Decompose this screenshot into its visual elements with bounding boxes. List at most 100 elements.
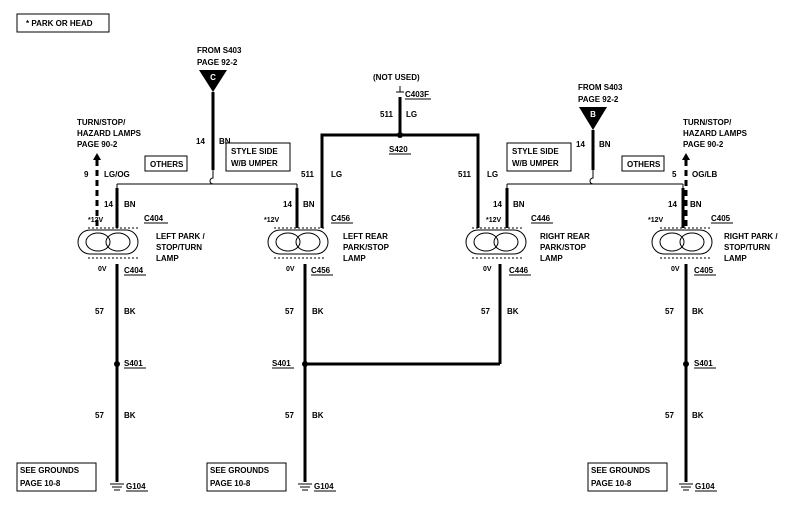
not-used-connector: C403F bbox=[405, 90, 429, 99]
svg-text:STOP/TURN: STOP/TURN bbox=[724, 243, 770, 252]
svg-text:LEFT REAR: LEFT REAR bbox=[343, 232, 388, 241]
svg-text:14: 14 bbox=[283, 200, 292, 209]
svg-text:PARK/STOP: PARK/STOP bbox=[540, 243, 587, 252]
svg-text:RIGHT PARK /: RIGHT PARK / bbox=[724, 232, 778, 241]
source-c-letter: C bbox=[210, 73, 216, 82]
lamp-left-park: 14 BN *12V C404 LEFT PARK / STOP/TURN LA… bbox=[77, 200, 206, 276]
ground-wires: 57 BK 57 BK 57 BK 57 BK S401 S401 S401 5… bbox=[95, 264, 716, 482]
turn-right-gauge: 5 bbox=[672, 170, 677, 179]
svg-text:BK: BK bbox=[692, 411, 704, 420]
svg-text:G104: G104 bbox=[314, 482, 334, 491]
svg-text:0V: 0V bbox=[483, 266, 492, 273]
svg-text:BN: BN bbox=[513, 200, 525, 209]
svg-text:14: 14 bbox=[493, 200, 502, 209]
style-left-line1: STYLE SIDE bbox=[231, 147, 278, 156]
source-c-page: PAGE 92-2 bbox=[197, 58, 238, 67]
svg-text:BN: BN bbox=[303, 200, 315, 209]
style-right-line2: W/B UMPER bbox=[512, 159, 559, 168]
lamp-left-rear: 14 BN 511 LG *12V C456 LEFT REAR PARK/ST… bbox=[264, 170, 390, 276]
ground-g104-left: G104 SEE GROUNDS PAGE 10-8 bbox=[16, 462, 148, 492]
svg-text:LAMP: LAMP bbox=[343, 254, 366, 263]
svg-text:57: 57 bbox=[481, 307, 490, 316]
turn-right-color: OG/LB bbox=[692, 170, 718, 179]
turn-left-line2: HAZARD LAMPS bbox=[77, 129, 142, 138]
others-left-label: OTHERS bbox=[150, 160, 184, 169]
lamp-right-park: 14 BN *12V C405 RIGHT PARK / STOP/TURN L… bbox=[648, 200, 778, 276]
others-right-label: OTHERS bbox=[627, 160, 661, 169]
svg-text:LAMP: LAMP bbox=[724, 254, 747, 263]
lamp-left-rear-body bbox=[267, 229, 329, 255]
turn-right-line1: TURN/STOP/ bbox=[683, 118, 732, 127]
svg-text:PAGE 10-8: PAGE 10-8 bbox=[210, 479, 251, 488]
svg-text:0V: 0V bbox=[671, 266, 680, 273]
splice-s401-1: S401 bbox=[124, 359, 143, 368]
svg-text:14: 14 bbox=[668, 200, 677, 209]
turn-left-arrow bbox=[93, 153, 101, 160]
not-used-color: LG bbox=[406, 110, 417, 119]
svg-text:PARK/STOP: PARK/STOP bbox=[343, 243, 390, 252]
svg-text:G104: G104 bbox=[695, 482, 715, 491]
turn-right-arrow bbox=[682, 153, 690, 160]
source-c-gauge: 14 bbox=[196, 137, 205, 146]
svg-text:SEE GROUNDS: SEE GROUNDS bbox=[20, 466, 80, 475]
source-c-triangle bbox=[199, 70, 227, 92]
source-b-letter: B bbox=[590, 110, 596, 119]
legend-text: * PARK OR HEAD bbox=[26, 19, 93, 28]
splice-s420-label: S420 bbox=[389, 145, 408, 154]
lamp-right-park-body bbox=[651, 229, 713, 255]
lamp-left-park-bulb-1 bbox=[85, 232, 111, 252]
svg-text:STOP/TURN: STOP/TURN bbox=[156, 243, 202, 252]
conn-c405-top: C405 bbox=[711, 214, 731, 223]
svg-text:57: 57 bbox=[665, 307, 674, 316]
splice-s401-3: S401 bbox=[694, 359, 713, 368]
svg-text:511: 511 bbox=[301, 170, 314, 179]
option-bus-right: STYLE SIDE W/B UMPER OTHERS bbox=[505, 142, 685, 228]
splice-s401-2: S401 bbox=[272, 359, 291, 368]
svg-text:0V: 0V bbox=[286, 266, 295, 273]
source-b-color: BN bbox=[599, 140, 611, 149]
svg-text:LAMP: LAMP bbox=[540, 254, 563, 263]
source-c: FROM S403 PAGE 92-2 C 14 BN bbox=[196, 46, 242, 170]
svg-text:BK: BK bbox=[507, 307, 519, 316]
style-right-line1: STYLE SIDE bbox=[512, 147, 559, 156]
svg-text:*12V: *12V bbox=[648, 217, 664, 224]
lamp-left-park-body bbox=[77, 229, 139, 255]
conn-c446-top: C446 bbox=[531, 214, 551, 223]
turn-right-branch: TURN/STOP/ HAZARD LAMPS PAGE 90-2 5 OG/L… bbox=[672, 118, 748, 228]
svg-text:SEE GROUNDS: SEE GROUNDS bbox=[210, 466, 270, 475]
turn-left-color: LG/OG bbox=[104, 170, 130, 179]
source-c-from: FROM S403 bbox=[197, 46, 242, 55]
svg-text:PAGE 10-8: PAGE 10-8 bbox=[591, 479, 632, 488]
source-b-gauge: 14 bbox=[576, 140, 585, 149]
source-c-color: BN bbox=[219, 137, 231, 146]
turn-left-line1: TURN/STOP/ bbox=[77, 118, 126, 127]
svg-text:BK: BK bbox=[124, 411, 136, 420]
turn-left-gauge: 9 bbox=[84, 170, 89, 179]
svg-text:14: 14 bbox=[104, 200, 113, 209]
svg-text:LEFT PARK /: LEFT PARK / bbox=[156, 232, 206, 241]
svg-text:G104: G104 bbox=[126, 482, 146, 491]
conn-c456-bottom: C456 bbox=[311, 266, 331, 275]
conn-c404-top: C404 bbox=[144, 214, 164, 223]
turn-left-page: PAGE 90-2 bbox=[77, 140, 118, 149]
conn-c456-top: C456 bbox=[331, 214, 351, 223]
source-b: FROM S403 PAGE 92-2 B 14 BN bbox=[576, 83, 623, 170]
svg-text:57: 57 bbox=[285, 307, 294, 316]
conn-c405-bottom: C405 bbox=[694, 266, 714, 275]
svg-text:BK: BK bbox=[692, 307, 704, 316]
svg-text:57: 57 bbox=[95, 307, 104, 316]
svg-text:LG: LG bbox=[331, 170, 342, 179]
svg-text:BK: BK bbox=[312, 411, 324, 420]
svg-text:57: 57 bbox=[665, 411, 674, 420]
lamp-left-park-bulb-2 bbox=[105, 232, 131, 252]
option-bus-left: OTHERS STYLE SIDE W/B UMPER bbox=[115, 142, 299, 228]
svg-text:0V: 0V bbox=[98, 266, 107, 273]
svg-text:57: 57 bbox=[95, 411, 104, 420]
not-used-label: (NOT USED) bbox=[373, 73, 420, 82]
svg-text:LG: LG bbox=[487, 170, 498, 179]
style-left-line2: W/B UMPER bbox=[231, 159, 278, 168]
source-b-from: FROM S403 bbox=[578, 83, 623, 92]
conn-c446-bottom: C446 bbox=[509, 266, 529, 275]
svg-text:511: 511 bbox=[458, 170, 471, 179]
